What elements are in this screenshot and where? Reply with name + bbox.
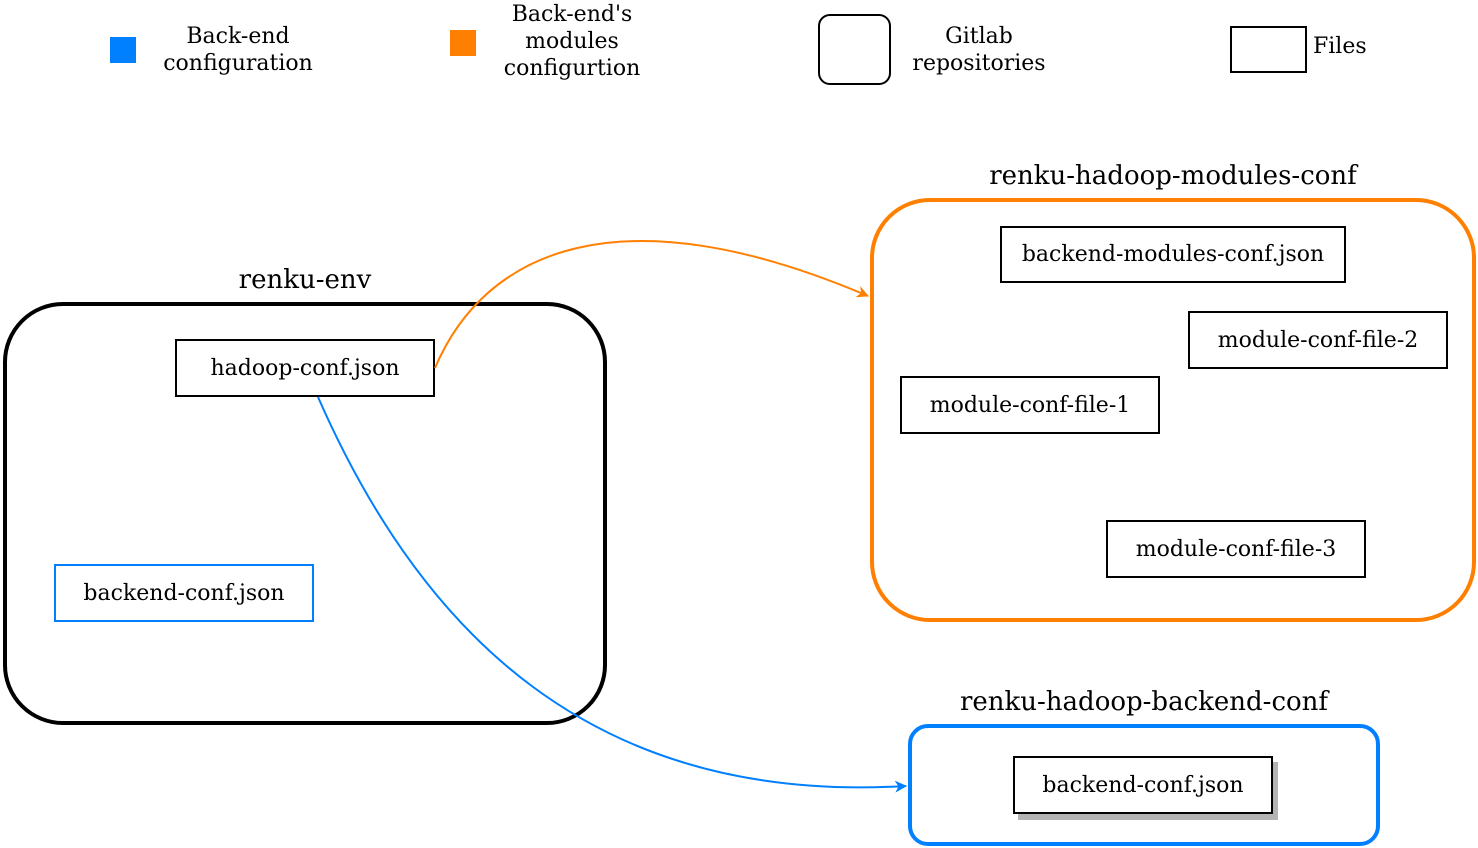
file-module-conf-1[interactable]: module-conf-file-1 (900, 376, 1160, 434)
legend-file-label: Files (1313, 34, 1367, 59)
file-hadoop-conf[interactable]: hadoop-conf.json (175, 339, 435, 397)
repo-title-backend-conf: renku-hadoop-backend-conf (959, 687, 1329, 717)
file-module-conf-3[interactable]: module-conf-file-3 (1106, 520, 1366, 578)
file-module-conf-2[interactable]: module-conf-file-2 (1188, 311, 1448, 369)
legend-modules-line2: modules (525, 29, 619, 54)
legend-backend-line2: configuration (163, 51, 313, 76)
repo-renku-hadoop-backend-conf (908, 724, 1380, 846)
repo-title-renku-env: renku-env (238, 265, 372, 295)
file-backend-conf-env[interactable]: backend-conf.json (54, 564, 314, 622)
file-backend-modules-conf[interactable]: backend-modules-conf.json (1000, 226, 1346, 283)
legend-repo-shape (818, 14, 891, 85)
legend-file-shape (1230, 26, 1307, 73)
legend-backend-line1: Back-end (186, 24, 290, 49)
legend-modules-line1: Back-end's (511, 2, 633, 27)
file-backend-conf-repo[interactable]: backend-conf.json (1013, 756, 1273, 814)
legend-modules-swatch (450, 30, 476, 56)
legend-modules-label: Back-end's modules configurtion (487, 1, 657, 82)
legend-repo-label: Gitlab repositories (898, 23, 1060, 77)
legend-repo-line2: repositories (912, 51, 1046, 76)
legend-repo-line1: Gitlab (945, 24, 1013, 49)
legend-modules-line3: configurtion (503, 56, 641, 81)
repo-title-modules-conf: renku-hadoop-modules-conf (989, 161, 1357, 191)
legend-backend-swatch (110, 37, 136, 63)
legend-backend-label: Back-end configuration (148, 23, 328, 77)
